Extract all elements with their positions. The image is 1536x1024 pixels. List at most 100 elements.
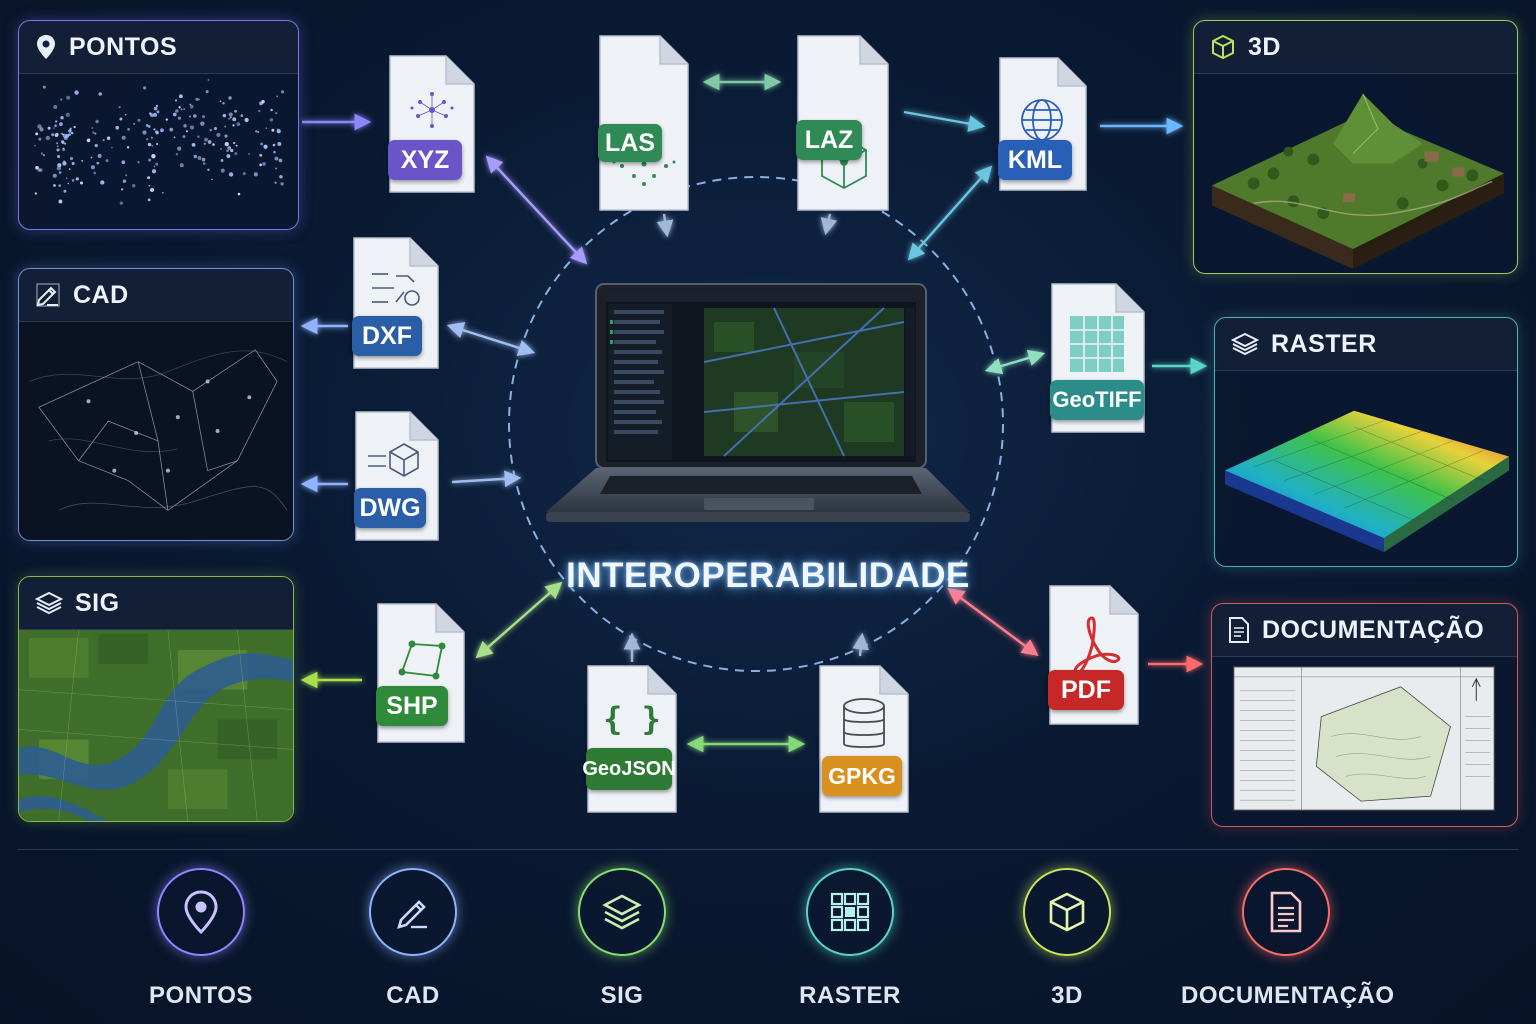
polygon-icon [398, 640, 446, 680]
point-cloud-dot [248, 153, 250, 155]
point-cloud-dot [42, 85, 46, 89]
acrobat-icon [1073, 616, 1121, 675]
point-cloud-dot [207, 140, 212, 144]
point-cloud-dot [115, 125, 120, 130]
point-cloud-dot [237, 192, 241, 196]
point-cloud-dot [47, 126, 51, 130]
point-cloud-dot [202, 162, 206, 165]
database-icon [843, 698, 885, 748]
file-laz[interactable]: LAZ [796, 34, 890, 212]
point-cloud-dot [276, 129, 281, 134]
point-cloud-dot [63, 189, 67, 193]
flow-circle-cad [369, 868, 457, 956]
point-cloud-dot [232, 141, 236, 145]
point-cloud-dot [178, 106, 181, 109]
point-cloud-dot [131, 184, 136, 188]
point-cloud-dot [244, 117, 249, 123]
point-cloud-dot [259, 153, 263, 157]
point-cloud-dot [269, 118, 274, 122]
arrow-gpkg-center [852, 632, 870, 657]
point-cloud-dot [229, 116, 232, 119]
point-cloud-dot [71, 131, 74, 135]
panel-cad-title: CAD [73, 280, 129, 309]
point-cloud-dot [202, 115, 206, 119]
point-cloud-dot [119, 201, 123, 205]
format-badge-las: LAS [598, 124, 662, 162]
point-cloud-dot [183, 124, 187, 128]
cad-drawing-preview [19, 322, 293, 540]
point-cloud-dot [234, 109, 237, 113]
point-cloud-dot [97, 153, 102, 158]
file-kml[interactable]: KML [998, 56, 1088, 192]
point-cloud-dot [92, 131, 95, 134]
point-cloud-dot [228, 117, 231, 120]
point-cloud-dot [153, 106, 158, 111]
file-shp[interactable]: SHP [376, 602, 466, 744]
point-cloud-dot [173, 136, 176, 139]
point-cloud-dot [165, 118, 168, 121]
point-cloud-dot [120, 188, 124, 191]
file-dxf[interactable]: DXF [352, 236, 440, 370]
point-cloud-dot [66, 95, 71, 100]
file-dwg[interactable]: DWG [354, 410, 440, 542]
format-badge-xyz: XYZ [388, 140, 462, 180]
point-cloud-dot [69, 127, 72, 131]
point-cloud-dot [111, 146, 113, 149]
format-badge-dwg: DWG [354, 488, 426, 528]
panel-documentacao-header: DOCUMENTAÇÃO [1212, 604, 1517, 657]
point-cloud-dot [62, 148, 66, 152]
point-cloud-dot [94, 132, 97, 135]
braces-icon: { } [603, 700, 661, 738]
point-cloud-dot [224, 134, 228, 138]
point-cloud-dot [153, 112, 157, 117]
point-cloud-dot [273, 150, 276, 154]
point-cloud-dot [68, 168, 71, 170]
point-cloud-dot [260, 142, 264, 146]
point-cloud-dot [153, 165, 156, 168]
cube-outline-icon [368, 443, 419, 477]
point-cloud-dot [96, 161, 100, 165]
file-xyz[interactable]: XYZ [388, 54, 476, 194]
file-geotiff[interactable]: GeoTIFF [1050, 282, 1146, 434]
point-cloud-dot [121, 135, 126, 140]
point-cloud-dot [185, 130, 188, 133]
point-cloud-dot [53, 127, 55, 129]
point-cloud-dot [147, 142, 152, 147]
point-cloud-dot [259, 163, 263, 167]
point-cloud-dot [133, 123, 135, 125]
point-cloud-dot [69, 156, 74, 161]
point-cloud-dot [240, 114, 244, 118]
arrow-dwg-center [451, 470, 522, 488]
point-cloud-dot [126, 146, 130, 149]
point-cloud-dot [45, 135, 50, 141]
format-badge-dxf: DXF [352, 316, 422, 356]
point-cloud-dot [274, 181, 277, 184]
arrow-shp-center [475, 581, 563, 659]
point-cloud-dot [147, 176, 151, 180]
panel-documentacao-title: DOCUMENTAÇÃO [1262, 615, 1485, 644]
flow-circle-3d [1023, 868, 1111, 956]
document-icon [1270, 891, 1302, 933]
point-cloud-dot [226, 154, 231, 158]
point-cloud-dot [201, 157, 206, 162]
point-cloud-dot [118, 106, 121, 109]
file-geojson[interactable]: { } GeoJSON [582, 664, 678, 814]
file-pdf[interactable]: PDF [1048, 584, 1140, 726]
point-cloud-dot [219, 100, 222, 103]
point-cloud-dot [105, 159, 109, 163]
point-cloud-dot [230, 148, 234, 153]
file-gpkg[interactable]: GPKG [818, 664, 910, 814]
point-cloud-dot [177, 146, 182, 151]
arrow-dxf-center [446, 322, 536, 356]
point-cloud-dot [255, 130, 258, 133]
panel-cad-header: CAD [19, 269, 293, 322]
file-las[interactable]: LAS [598, 34, 690, 212]
point-cloud-dot [81, 159, 84, 162]
point-cloud-dot [149, 187, 155, 193]
flow-arrows [262, 904, 1218, 922]
flow-label-documentacao: DOCUMENTAÇÃO [1181, 982, 1395, 1009]
technical-document-preview [1212, 657, 1517, 826]
point-cloud-dot [153, 128, 156, 131]
point-cloud-dot [60, 98, 63, 101]
point-cloud-dot [94, 143, 98, 148]
